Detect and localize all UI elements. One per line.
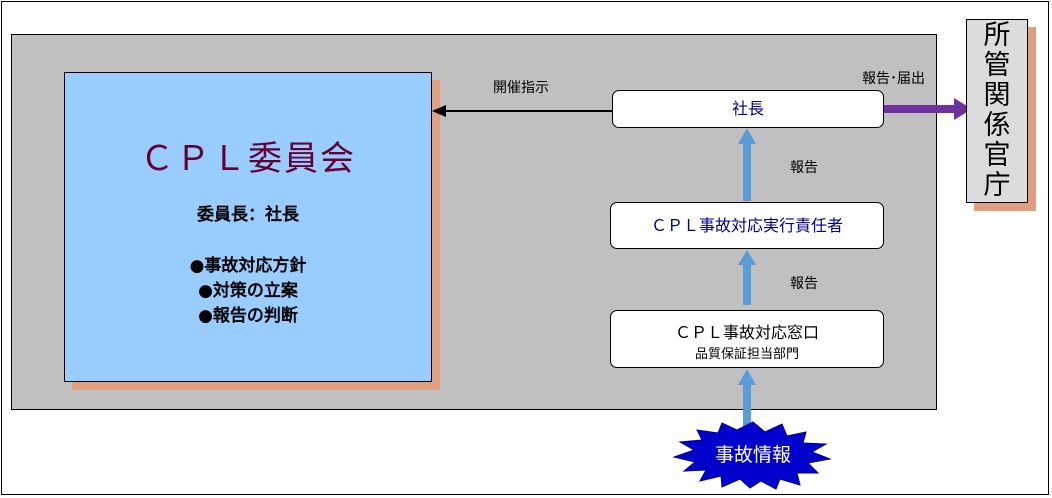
president-box: 社長: [612, 90, 884, 128]
committee-title: ＣＰＬ委員会: [140, 139, 356, 179]
ministry-char: 管: [983, 50, 1011, 81]
ministry-box: 所 管 関 係 官 庁: [966, 19, 1028, 203]
window-box: ＣＰＬ事故対応窓口 品質保証担当部門: [610, 310, 884, 368]
cpl-committee-box: ＣＰＬ委員会 委員長：社長 ●事故対応方針 ●対策の立案 ●報告の判断: [64, 72, 432, 382]
notify-arrow-shaft: [884, 105, 954, 113]
convene-arrow-head: [432, 105, 446, 117]
duty-policy: ●事故対応方針: [189, 256, 307, 276]
duty-judgment: ●報告の判断: [198, 306, 298, 326]
incident-label: 事故情報: [714, 444, 791, 466]
duty-countermeasure: ●対策の立案: [198, 281, 298, 301]
report-upper-label: 報告: [790, 160, 818, 176]
ministry-char: 官: [983, 140, 1011, 171]
incident-arrow-shaft: [743, 385, 751, 430]
window-sublabel: 品質保証担当部門: [694, 347, 799, 362]
convene-label: 開催指示: [493, 80, 549, 96]
incident-arrow-head: [738, 369, 756, 385]
report-lower-label: 報告: [790, 276, 818, 292]
notify-label: 報告･届出: [862, 71, 925, 87]
notify-arrow-head: [954, 98, 972, 120]
ministry-char: 関: [983, 80, 1011, 111]
manager-box: ＣＰＬ事故対応実行責任者: [610, 202, 884, 249]
report-arrow-lower-head: [738, 250, 756, 265]
report-arrow-upper-head: [738, 128, 756, 144]
report-arrow-upper-shaft: [743, 144, 751, 201]
president-label: 社長: [731, 99, 764, 118]
incident-burst: [672, 421, 832, 490]
window-label: ＣＰＬ事故対応窓口: [674, 323, 819, 342]
committee-chair: 委員長：社長: [197, 205, 299, 225]
report-arrow-lower-shaft: [743, 265, 751, 305]
ministry-char: 係: [983, 110, 1011, 141]
manager-label: ＣＰＬ事故対応実行責任者: [650, 216, 843, 235]
ministry-char: 庁: [983, 170, 1011, 201]
ministry-char: 所: [983, 20, 1011, 51]
